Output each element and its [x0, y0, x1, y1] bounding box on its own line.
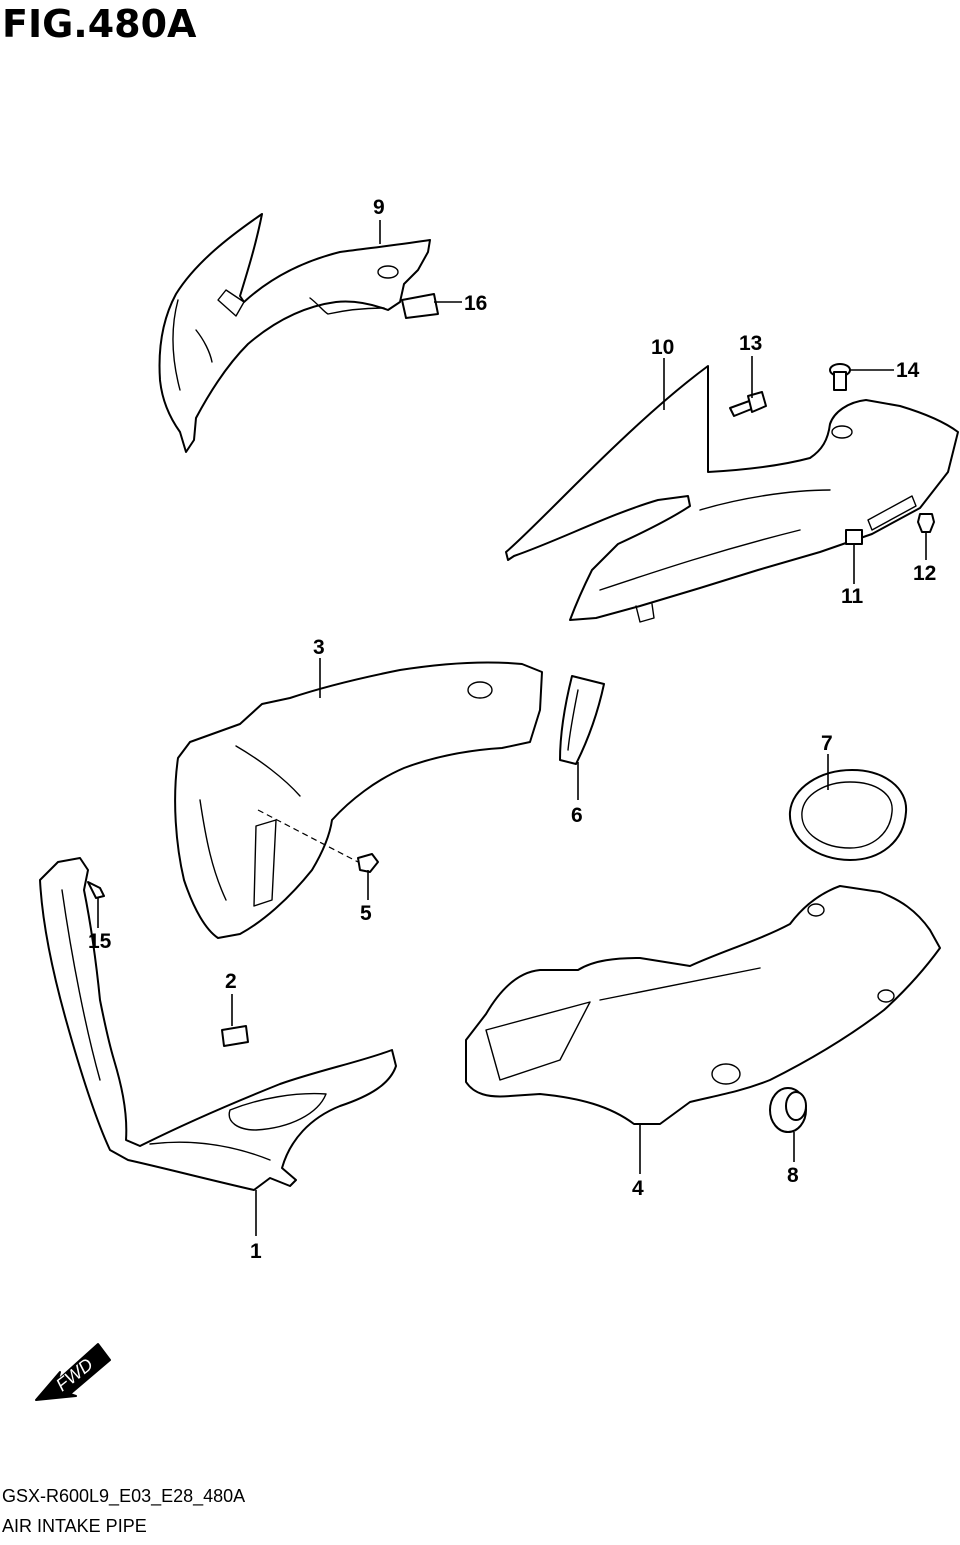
callout-2: 2	[225, 970, 237, 993]
part-12-rivet[interactable]	[917, 513, 935, 533]
part-16-label-tag[interactable]	[401, 293, 439, 319]
callout-1: 1	[250, 1240, 262, 1263]
part-11-clip[interactable]	[845, 529, 863, 545]
part-10-side-panel[interactable]	[505, 365, 959, 623]
callout-5: 5	[360, 902, 372, 925]
callout-12: 12	[913, 562, 936, 585]
part-3-intake-duct[interactable]	[174, 661, 543, 939]
callout-4: 4	[632, 1177, 644, 1200]
part-13-screw[interactable]	[729, 391, 767, 417]
part-14-grommet[interactable]	[829, 363, 851, 391]
part-9-intake-cover[interactable]	[158, 213, 431, 453]
leader-lines	[97, 220, 927, 1236]
part-5-rivet[interactable]	[357, 853, 379, 873]
figure-name: AIR INTAKE PIPE	[2, 1516, 147, 1536]
callout-13: 13	[739, 332, 762, 355]
callout-6: 6	[571, 804, 583, 827]
part-15-screw[interactable]	[87, 881, 105, 899]
callout-15: 15	[88, 930, 112, 953]
callout-7: 7	[821, 732, 833, 755]
callout-16: 16	[464, 292, 487, 315]
part-8-plug[interactable]	[769, 1087, 807, 1133]
part-1-lower-cowl[interactable]	[39, 857, 397, 1191]
figure-code: GSX-R600L9_E03_E28_480A	[2, 1486, 246, 1506]
part-6-seal[interactable]	[559, 675, 605, 765]
callout-9: 9	[373, 196, 385, 219]
fwd-arrow-icon: FWD	[35, 1343, 111, 1401]
callout-8: 8	[787, 1164, 799, 1187]
callout-10: 10	[651, 336, 674, 359]
part-2-label-tag[interactable]	[221, 1025, 249, 1047]
callout-11: 11	[841, 585, 864, 608]
part-4-lower-duct[interactable]	[465, 885, 941, 1125]
callout-14: 14	[896, 359, 920, 382]
part-7-ring[interactable]	[788, 769, 908, 861]
figure-title: FIG.480A	[2, 2, 197, 46]
callout-3: 3	[313, 636, 325, 659]
